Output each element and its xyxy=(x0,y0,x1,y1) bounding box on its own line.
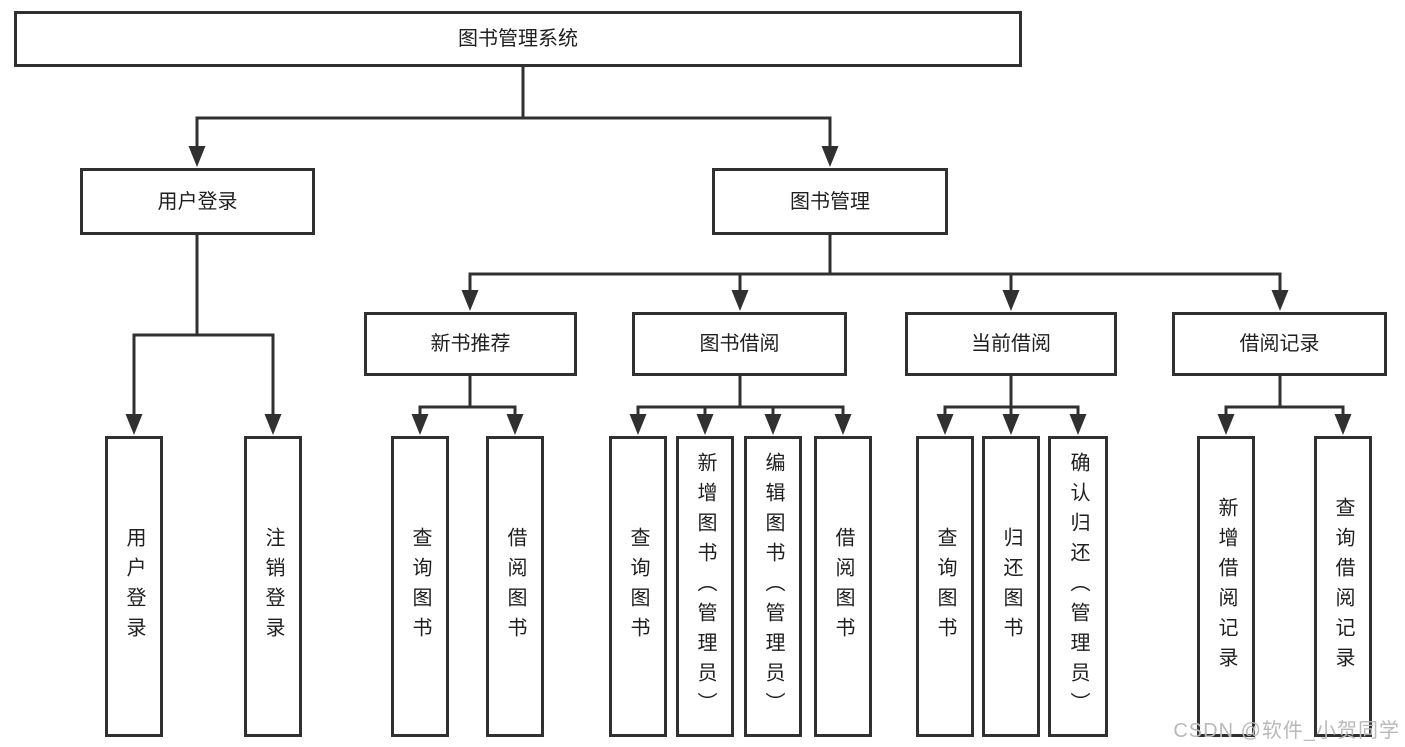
leaf-logout-label: 注销登录 xyxy=(262,526,284,647)
node-book-management: 图书管理 xyxy=(712,168,948,235)
arrowhead xyxy=(1002,290,1020,311)
arrowhead xyxy=(1002,414,1020,435)
connector-bookborrow-to-leaves xyxy=(636,375,845,418)
arrowhead xyxy=(264,414,282,435)
node-current-borrow-label: 当前借阅 xyxy=(971,333,1051,355)
leaf-add-book-admin: 新增图书（管理员） xyxy=(676,436,734,737)
leaf-user-login: 用户登录 xyxy=(105,436,163,737)
leaf-add-book-admin-label: 新增图书（管理员） xyxy=(694,451,716,722)
leaf-query-borrow-record-label: 查询借阅记录 xyxy=(1332,496,1354,677)
leaf-query-books-current-label: 查询图书 xyxy=(934,526,956,647)
arrowhead xyxy=(506,414,524,435)
arrowhead xyxy=(1069,414,1087,435)
arrowheads xyxy=(125,146,1352,435)
connector-bookmgmt-to-level3 xyxy=(468,234,1282,296)
connector-newbookrec-to-leaves xyxy=(418,375,517,418)
arrowhead xyxy=(731,290,749,311)
arrowhead xyxy=(411,414,429,435)
leaf-query-books-borrow-label: 查询图书 xyxy=(627,526,649,647)
connector-root-to-level2 xyxy=(195,67,832,150)
leaf-query-books-borrow: 查询图书 xyxy=(609,436,667,737)
node-borrow-records-label: 借阅记录 xyxy=(1239,333,1320,355)
leaf-add-borrow-record-label: 新增借阅记录 xyxy=(1215,496,1237,677)
leaf-return-book-label: 归还图书 xyxy=(1000,526,1022,647)
leaf-borrow-books-recommend-label: 借阅图书 xyxy=(504,526,526,647)
leaf-query-books-recommend-label: 查询图书 xyxy=(409,526,431,647)
arrowhead xyxy=(188,146,206,167)
arrowhead xyxy=(936,414,954,435)
connector-userlogin-to-leaves xyxy=(132,234,275,418)
leaf-edit-book-admin-label: 编辑图书（管理员） xyxy=(762,451,784,722)
leaf-query-borrow-record: 查询借阅记录 xyxy=(1314,436,1372,737)
node-user-login: 用户登录 xyxy=(80,168,315,235)
arrowhead xyxy=(696,414,714,435)
arrowhead xyxy=(1271,290,1289,311)
connector-currentborrow-to-leaves xyxy=(943,375,1080,418)
arrowhead xyxy=(821,146,839,167)
node-current-borrow: 当前借阅 xyxy=(905,312,1117,376)
leaf-borrow-books-recommend: 借阅图书 xyxy=(486,436,544,737)
connector-borrowrecords-to-leaves xyxy=(1224,375,1345,418)
leaf-query-books-recommend: 查询图书 xyxy=(391,436,449,737)
leaf-borrow-books: 借阅图书 xyxy=(814,436,872,737)
arrowhead xyxy=(1334,414,1352,435)
arrowhead xyxy=(629,414,647,435)
leaf-confirm-return-admin: 确认归还（管理员） xyxy=(1048,436,1108,737)
node-new-book-recommend: 新书推荐 xyxy=(364,312,577,376)
node-root: 图书管理系统 xyxy=(14,11,1022,67)
watermark: CSDN @软件_小贺同学 xyxy=(1173,720,1400,742)
arrowhead xyxy=(461,290,479,311)
node-book-borrow-label: 图书借阅 xyxy=(699,333,780,355)
node-borrow-records: 借阅记录 xyxy=(1172,312,1387,376)
arrowhead xyxy=(834,414,852,435)
node-root-label: 图书管理系统 xyxy=(458,28,578,50)
leaf-logout: 注销登录 xyxy=(244,436,302,737)
leaf-add-borrow-record: 新增借阅记录 xyxy=(1197,436,1255,737)
leaf-return-book: 归还图书 xyxy=(982,436,1040,737)
leaf-confirm-return-admin-label: 确认归还（管理员） xyxy=(1067,451,1089,722)
leaf-edit-book-admin: 编辑图书（管理员） xyxy=(744,436,802,737)
arrowhead xyxy=(125,414,143,435)
leaf-user-login-label: 用户登录 xyxy=(123,526,145,647)
node-book-management-label: 图书管理 xyxy=(790,190,870,213)
node-book-borrow: 图书借阅 xyxy=(632,312,847,376)
arrowhead xyxy=(1217,414,1235,435)
node-new-book-recommend-label: 新书推荐 xyxy=(430,333,511,355)
node-user-login-label: 用户登录 xyxy=(157,190,238,213)
leaf-borrow-books-label: 借阅图书 xyxy=(832,526,854,647)
leaf-query-books-current: 查询图书 xyxy=(916,436,974,737)
arrowhead xyxy=(764,414,782,435)
